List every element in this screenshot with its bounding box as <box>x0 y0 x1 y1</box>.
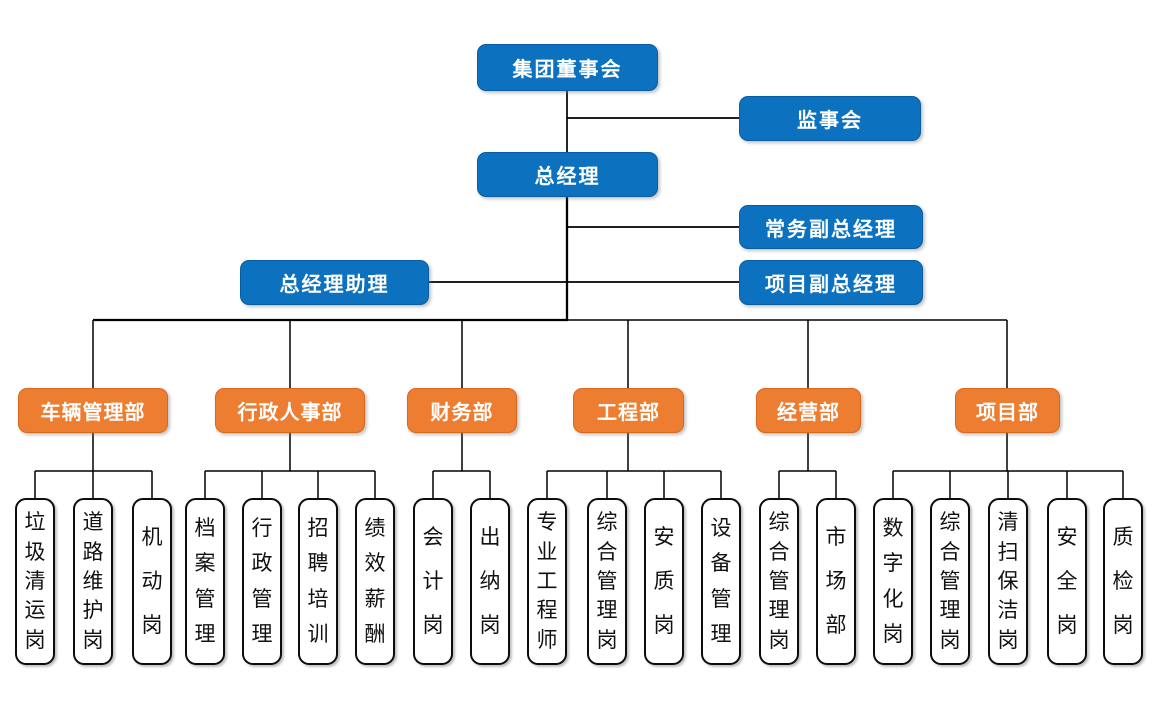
position-equipment-mgmt: 设备管理 <box>701 498 741 665</box>
node-group-board: 集团董事会 <box>477 44 658 91</box>
position-mobile: 机动岗 <box>132 498 172 665</box>
position-professional-engineer: 专业工程师 <box>527 498 567 665</box>
node-general-manager: 总经理 <box>477 152 658 197</box>
position-cleaning: 清扫保洁岗 <box>988 498 1028 665</box>
position-road-maintenance: 道路维护岗 <box>73 498 113 665</box>
position-safety-quality: 安质岗 <box>644 498 684 665</box>
position-archives-mgmt: 档案管理 <box>185 498 225 665</box>
dept-vehicle-management: 车辆管理部 <box>18 388 168 433</box>
dept-finance: 财务部 <box>407 388 517 433</box>
dept-engineering: 工程部 <box>573 388 684 433</box>
node-exec-deputy-gm: 常务副总经理 <box>739 205 923 249</box>
position-cashier: 出纳岗 <box>470 498 510 665</box>
position-accounting: 会计岗 <box>413 498 453 665</box>
node-supervisory-board: 监事会 <box>739 96 921 141</box>
node-gm-assistant: 总经理助理 <box>240 260 429 305</box>
position-market: 市场部 <box>816 498 856 665</box>
position-admin-mgmt: 行政管理 <box>242 498 282 665</box>
dept-project: 项目部 <box>955 388 1060 433</box>
node-project-deputy-gm: 项目副总经理 <box>739 260 923 305</box>
position-garbage-removal: 垃圾清运岗 <box>15 498 55 665</box>
position-performance-pay: 绩效薪酬 <box>355 498 395 665</box>
position-general-mgmt-ops: 综合管理岗 <box>759 498 799 665</box>
position-general-mgmt-proj: 综合管理岗 <box>930 498 970 665</box>
dept-admin-hr: 行政人事部 <box>215 388 365 433</box>
position-quality-check: 质检岗 <box>1103 498 1143 665</box>
position-digitalization: 数字化岗 <box>873 498 913 665</box>
position-general-mgmt-eng: 综合管理岗 <box>587 498 627 665</box>
position-safety: 安全岗 <box>1047 498 1087 665</box>
dept-operations: 经营部 <box>756 388 861 433</box>
position-recruit-training: 招聘培训 <box>298 498 338 665</box>
